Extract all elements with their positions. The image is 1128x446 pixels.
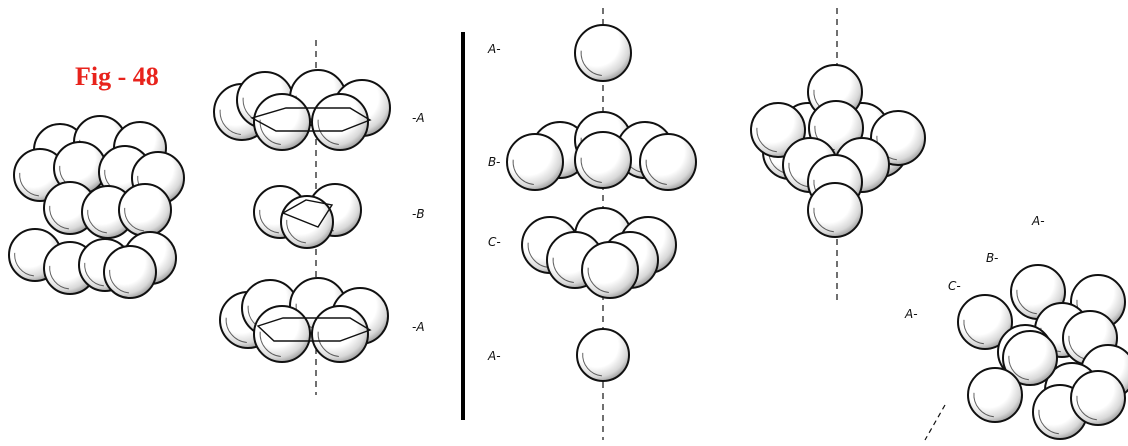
ccp-tilted-label-b: B- [986,251,998,265]
hcp-label-b: -B [412,207,425,221]
ccp-layer-b [507,112,696,190]
ccp-label-c: C- [488,235,501,249]
sphere [968,368,1022,422]
sphere [575,132,631,188]
hcp-label-a-top: -A [412,111,425,125]
sphere [1071,371,1125,425]
sphere [312,94,368,150]
sphere [119,184,171,236]
ccp-label-a-bottom: A- [487,349,501,363]
sphere [507,134,563,190]
ccp-tilted-label-a-bottom: A- [904,307,918,321]
ccp-tilted-stack [958,265,1128,439]
ccp-label-a-top: A- [487,42,501,56]
ccp-layer-c [522,208,676,298]
sphere [808,183,862,237]
ccp-tilted-axis-dashed-line [925,405,945,440]
hcp-layer-a-bottom [220,278,388,362]
ccp-layer-a-bottom [577,329,629,381]
ccp-label-b: B- [488,155,500,169]
ccp-layer-a-top [575,25,631,81]
sphere [640,134,696,190]
hcp-assembled-stack [9,116,184,298]
sphere [254,94,310,150]
ccp-tilted-label-c: C- [948,279,961,293]
sphere [575,25,631,81]
figure-title: Fig - 48 [75,62,159,91]
hcp-layer-b [254,184,361,248]
hcp-layer-a-top [214,70,390,150]
sphere [577,329,629,381]
sphere [254,306,310,362]
sphere [582,242,638,298]
ccp-assembled-cluster [751,65,925,237]
ccp-tilted-label-a-top: A- [1031,214,1045,228]
sphere [104,246,156,298]
hcp-label-a-bottom: -A [412,320,425,334]
